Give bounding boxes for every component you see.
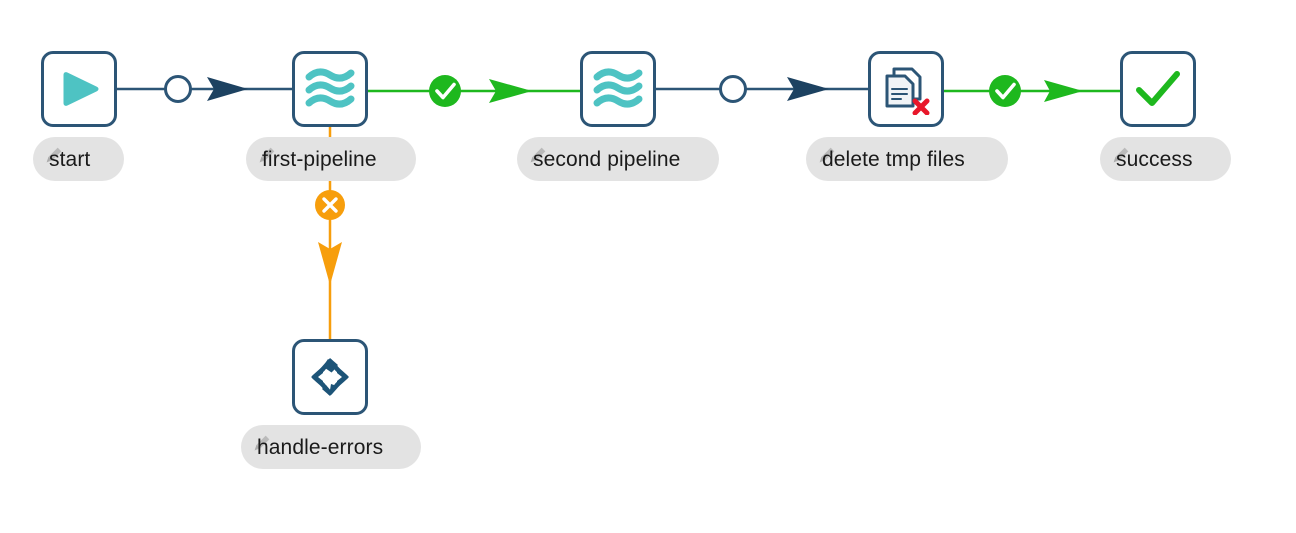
edge-first-pipeline-to-second-pipeline[interactable] xyxy=(368,75,580,107)
edge-first-pipeline-to-handle-errors[interactable] xyxy=(315,127,345,339)
label-text: success xyxy=(1116,147,1193,171)
edge-start-to-first-pipeline[interactable] xyxy=(117,75,292,103)
red-x-icon xyxy=(912,98,930,115)
pipeline-waves-icon xyxy=(593,68,643,108)
arrowhead xyxy=(1044,80,1083,102)
label-first-pipeline[interactable]: first-pipeline xyxy=(246,137,416,181)
label-success[interactable]: success xyxy=(1100,137,1231,181)
check-icon xyxy=(995,82,1016,100)
arrowhead-down xyxy=(318,242,342,285)
pipeline-waves-icon xyxy=(305,68,355,108)
delete-documents-icon xyxy=(885,67,930,115)
label-delete-tmp-files[interactable]: delete tmp files xyxy=(806,137,1008,181)
node-delete-tmp-files[interactable] xyxy=(868,51,944,127)
label-text: handle-errors xyxy=(257,435,384,459)
arrowhead xyxy=(489,79,532,103)
label-text: start xyxy=(49,147,91,171)
success-badge-circle xyxy=(989,75,1021,107)
rotate-arrows-icon xyxy=(311,358,349,396)
arrowhead xyxy=(207,77,248,101)
node-handle-errors[interactable] xyxy=(292,339,368,415)
pencil-icon xyxy=(530,147,546,163)
edge-delete-tmp-files-to-success[interactable] xyxy=(944,75,1120,107)
edge-second-pipeline-to-delete-tmp-files[interactable] xyxy=(656,75,868,103)
pencil-icon xyxy=(254,435,270,451)
success-badge-circle xyxy=(429,75,461,107)
node-second-pipeline[interactable] xyxy=(580,51,656,127)
label-text: delete tmp files xyxy=(822,147,965,171)
pencil-icon xyxy=(819,147,835,163)
check-icon xyxy=(1136,71,1180,106)
node-start[interactable] xyxy=(41,51,117,127)
label-handle-errors[interactable]: handle-errors xyxy=(241,425,421,469)
x-icon xyxy=(322,197,338,213)
arrowhead xyxy=(787,77,829,101)
pencil-icon xyxy=(259,147,275,163)
label-start[interactable]: start xyxy=(33,137,124,181)
label-text: first-pipeline xyxy=(262,147,377,171)
hollow-circle-marker xyxy=(719,75,747,103)
label-second-pipeline[interactable]: second pipeline xyxy=(517,137,719,181)
node-success[interactable] xyxy=(1120,51,1196,127)
hollow-circle-marker xyxy=(164,75,192,103)
pencil-icon xyxy=(46,147,62,163)
pencil-icon xyxy=(1113,147,1129,163)
check-icon xyxy=(435,82,456,100)
node-first-pipeline[interactable] xyxy=(292,51,368,127)
play-icon xyxy=(63,72,99,106)
label-text: second pipeline xyxy=(533,147,681,171)
